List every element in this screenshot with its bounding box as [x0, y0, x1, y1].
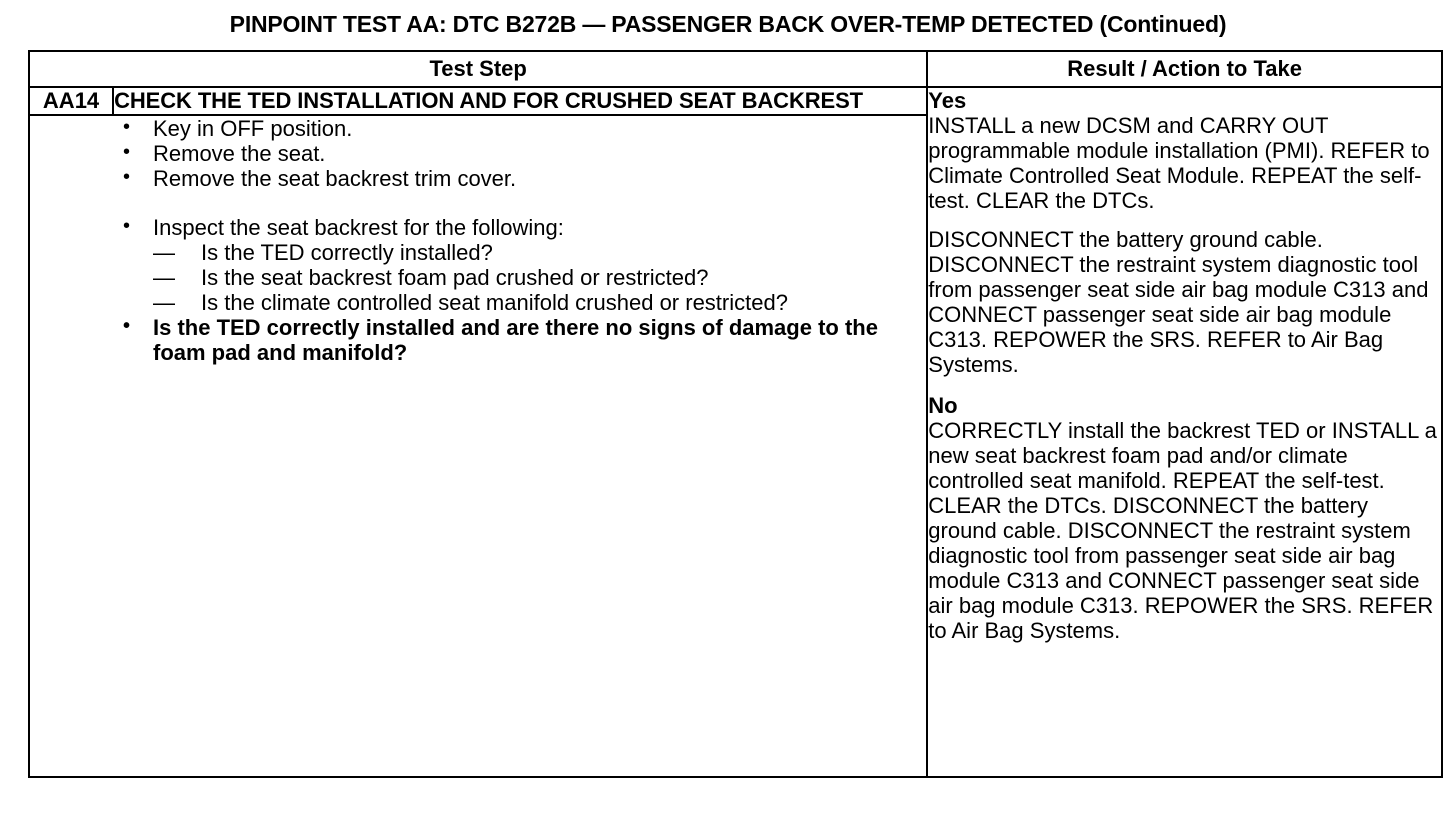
- result-action-cell: Yes INSTALL a new DCSM and CARRY OUT pro…: [926, 86, 1443, 778]
- branch-no-paragraph-1: CORRECTLY install the backrest TED or IN…: [928, 418, 1437, 643]
- step-question: Is the TED correctly installed and are t…: [115, 314, 926, 365]
- list-item: Is the TED correctly installed?: [153, 240, 926, 265]
- pinpoint-test-table: Test Step Result / Action to Take AA14 C…: [27, 50, 1443, 778]
- inspect-sublist: Is the TED correctly installed? Is the s…: [153, 240, 926, 315]
- step-bullet-list: Key in OFF position. Remove the seat. Re…: [30, 115, 926, 365]
- column-header-result-action: Result / Action to Take: [926, 50, 1443, 88]
- branch-label-yes: Yes: [928, 88, 967, 113]
- list-item: Remove the seat.: [115, 140, 926, 166]
- result-branch-yes: Yes INSTALL a new DCSM and CARRY OUT pro…: [928, 88, 1441, 377]
- list-item: Is the seat backrest foam pad crushed or…: [153, 265, 926, 290]
- list-item: Key in OFF position.: [115, 115, 926, 141]
- branch-yes-paragraph-2: DISCONNECT the battery ground cable. DIS…: [928, 227, 1429, 377]
- column-header-test-step: Test Step: [27, 50, 929, 88]
- inspect-intro-text: Inspect the seat backrest for the follow…: [153, 215, 564, 240]
- list-item: Is the climate controlled seat manifold …: [153, 290, 926, 315]
- list-item-inspect: Inspect the seat backrest for the follow…: [115, 214, 926, 315]
- table-header-row: Test Step Result / Action to Take: [27, 50, 1443, 88]
- result-branch-no: No CORRECTLY install the backrest TED or…: [928, 393, 1441, 643]
- branch-yes-paragraph-1: INSTALL a new DCSM and CARRY OUT program…: [928, 113, 1430, 213]
- list-item: Remove the seat backrest trim cover.: [115, 165, 926, 191]
- page-title: PINPOINT TEST AA: DTC B272B — PASSENGER …: [229, 11, 1227, 37]
- step-body-cell: Key in OFF position. Remove the seat. Re…: [27, 114, 929, 778]
- step-body-row: Key in OFF position. Remove the seat. Re…: [27, 114, 1442, 778]
- step-title-row: AA14 CHECK THE TED INSTALLATION AND FOR …: [27, 86, 1443, 778]
- step-id: AA14: [27, 86, 115, 116]
- step-title: CHECK THE TED INSTALLATION AND FOR CRUSH…: [112, 86, 929, 116]
- branch-label-no: No: [928, 393, 958, 418]
